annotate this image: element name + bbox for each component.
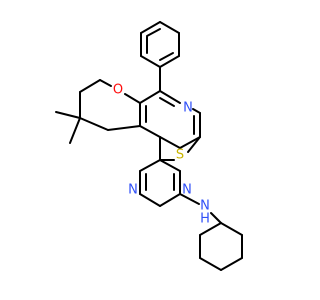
- oxygen-atom: O: [113, 83, 123, 98]
- pyrimidine-nitrogen-left-atom: N: [128, 183, 138, 198]
- sulfur-atom: S: [176, 148, 184, 163]
- molecule-structure-diagram: O N S N N N H: [55, 21, 243, 271]
- bond-lines: [55, 21, 243, 271]
- atom-labels: O N S N N N H: [113, 83, 210, 227]
- pyridine-nitrogen-label: N: [183, 101, 193, 116]
- pyrimidine-nitrogen-left-label: N: [128, 183, 138, 198]
- pyrimidine-nitrogen-right-label: N: [182, 183, 192, 198]
- pyridine-nitrogen-atom: N: [183, 101, 193, 116]
- amine-nitrogen-atom: N H: [200, 199, 210, 227]
- pyrimidine-nitrogen-right-atom: N: [182, 183, 192, 198]
- amine-nitrogen-label: N: [200, 199, 210, 214]
- sulfur-label: S: [176, 148, 184, 163]
- amine-hydrogen-label: H: [200, 212, 210, 227]
- oxygen-label: O: [113, 83, 123, 98]
